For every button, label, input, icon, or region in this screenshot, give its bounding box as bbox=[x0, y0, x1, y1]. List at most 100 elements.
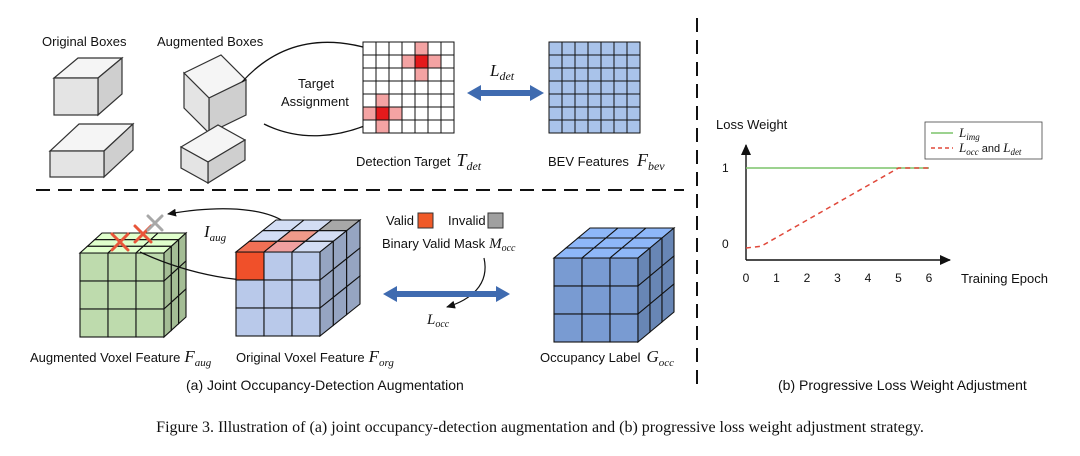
bev-cell bbox=[626, 54, 641, 69]
cube-front-cell bbox=[553, 313, 583, 343]
bev-cell bbox=[561, 106, 576, 121]
cube-front-cell bbox=[291, 251, 321, 281]
detection-cell bbox=[362, 54, 377, 69]
cube-front-cell bbox=[553, 285, 583, 315]
cube-front-cell bbox=[609, 257, 639, 287]
detection-cell bbox=[427, 93, 442, 108]
bev-cell bbox=[561, 54, 576, 69]
bev-cell bbox=[626, 80, 641, 95]
detection-cell bbox=[440, 41, 455, 56]
legend-entry: Locc and Ldet bbox=[958, 140, 1022, 157]
invalid-label: Invalid bbox=[448, 213, 486, 228]
cube-front-cell bbox=[263, 279, 293, 309]
cube-front-cell bbox=[553, 257, 583, 287]
detection-cell bbox=[414, 67, 429, 82]
detection-cell bbox=[414, 41, 429, 56]
augmented-boxes-label: Augmented Boxes bbox=[157, 34, 264, 49]
detection-cell bbox=[388, 93, 403, 108]
loss-det-symbol: Ldet bbox=[489, 61, 515, 83]
detection-cell bbox=[362, 93, 377, 108]
cube-side-cell bbox=[163, 301, 172, 339]
detection-cell bbox=[388, 41, 403, 56]
cube-front-cell bbox=[609, 285, 639, 315]
bev-cell bbox=[600, 119, 615, 134]
detection-cell bbox=[440, 119, 455, 134]
det-double-arrow bbox=[467, 85, 544, 101]
bev-cell bbox=[574, 80, 589, 95]
detection-cell bbox=[427, 54, 442, 69]
bev-cell bbox=[613, 41, 628, 56]
bev-cell bbox=[548, 93, 563, 108]
detection-cell bbox=[362, 119, 377, 134]
bev-cell bbox=[600, 93, 615, 108]
cube-front-cell bbox=[235, 251, 265, 281]
cube-front-cell bbox=[235, 307, 265, 337]
cube-front-cell bbox=[79, 252, 109, 282]
invalid-swatch bbox=[487, 212, 504, 229]
occupancy-label-cube bbox=[552, 226, 676, 344]
bev-cell bbox=[587, 41, 602, 56]
i-aug-symbol: Iaug bbox=[203, 222, 227, 244]
bev-cell bbox=[574, 41, 589, 56]
detection-cell bbox=[375, 119, 390, 134]
bev-cell bbox=[600, 80, 615, 95]
detection-cell bbox=[362, 80, 377, 95]
detection-cell bbox=[414, 54, 429, 69]
bev-cell bbox=[626, 93, 641, 108]
target-label-line2: Assignment bbox=[281, 94, 349, 109]
caption-b: (b) Progressive Loss Weight Adjustment bbox=[778, 377, 1027, 393]
bev-cell bbox=[561, 41, 576, 56]
detection-cell bbox=[362, 67, 377, 82]
cube-front-cell bbox=[135, 308, 165, 338]
bev-cell bbox=[548, 80, 563, 95]
bev-cell bbox=[600, 54, 615, 69]
bev-cell bbox=[626, 67, 641, 82]
cube-front-cell bbox=[79, 280, 109, 310]
bev-cell bbox=[561, 93, 576, 108]
x-tick-label: 6 bbox=[926, 271, 933, 285]
detection-cell bbox=[401, 80, 416, 95]
bev-cell bbox=[548, 119, 563, 134]
valid-label: Valid bbox=[386, 213, 414, 228]
detection-cell bbox=[401, 41, 416, 56]
cube-front-cell bbox=[107, 280, 137, 310]
detection-cell bbox=[440, 93, 455, 108]
y-axis-label: Loss Weight bbox=[716, 117, 788, 132]
bev-cell bbox=[613, 67, 628, 82]
detection-cell bbox=[388, 119, 403, 134]
bev-cell bbox=[548, 67, 563, 82]
y-tick-label: 1 bbox=[722, 161, 729, 175]
augmented-box-top bbox=[182, 54, 248, 135]
bev-cell bbox=[600, 41, 615, 56]
detection-cell bbox=[427, 67, 442, 82]
cube-front-cell bbox=[107, 308, 137, 338]
detection-cell bbox=[388, 54, 403, 69]
bev-cell bbox=[574, 67, 589, 82]
detection-cell bbox=[375, 80, 390, 95]
bev-cell bbox=[548, 106, 563, 121]
detection-cell bbox=[414, 106, 429, 121]
bev-cell bbox=[587, 106, 602, 121]
cube-front-cell bbox=[107, 252, 137, 282]
detection-cell bbox=[440, 80, 455, 95]
x-tick-label: 0 bbox=[743, 271, 750, 285]
loss-occ-symbol: Locc bbox=[426, 312, 450, 330]
y-tick-label: 0 bbox=[722, 237, 729, 251]
bev-cell bbox=[600, 67, 615, 82]
detection-cell bbox=[388, 106, 403, 121]
detection-cell bbox=[401, 54, 416, 69]
cross-marks bbox=[110, 214, 164, 252]
cube-front-cell bbox=[135, 280, 165, 310]
original-box-bottom bbox=[48, 122, 135, 179]
figure-caption: Figure 3. Illustration of (a) joint occu… bbox=[156, 419, 924, 436]
bev-cell bbox=[574, 106, 589, 121]
detection-cell bbox=[427, 41, 442, 56]
caption-a: (a) Joint Occupancy-Detection Augmentati… bbox=[186, 377, 464, 393]
augmented-voxel-cube bbox=[78, 231, 188, 339]
x-tick-label: 4 bbox=[865, 271, 872, 285]
bev-cell bbox=[626, 119, 641, 134]
